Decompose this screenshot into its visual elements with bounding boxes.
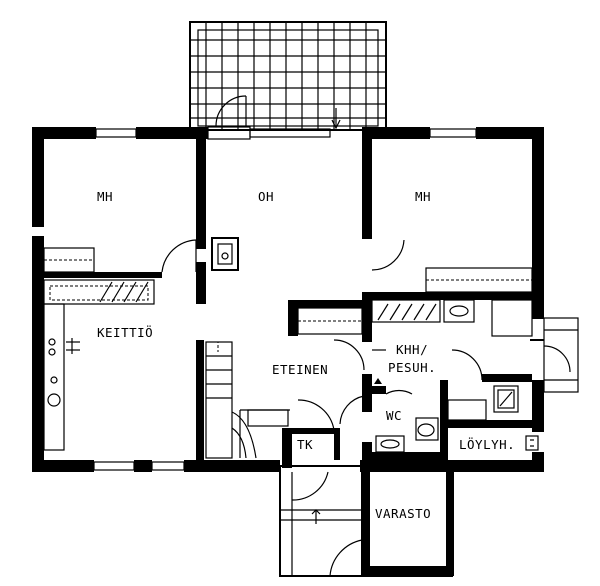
room-label-mh-right: MH: [415, 189, 431, 204]
room-label-pesuh: PESUH.: [388, 360, 436, 375]
wc-fixtures: [375, 389, 439, 453]
room-label-loylyh: LÖYLYH.: [459, 436, 515, 452]
eteinen-wardrobe: [297, 307, 363, 335]
lower-extension: [279, 465, 454, 577]
room-label-eteinen: ETEINEN: [272, 362, 328, 377]
room-label-keittio: KEITTIÖ: [97, 324, 153, 340]
room-label-oh: OH: [258, 189, 274, 204]
kitchen-fixtures: [43, 279, 155, 451]
sauna-fixtures: [447, 385, 539, 451]
stairs: [205, 341, 290, 459]
room-label-wc: WC: [386, 408, 402, 423]
mh-left-furniture: [43, 239, 197, 273]
terrace: [189, 21, 387, 131]
mh-right-furniture: [371, 239, 533, 293]
eteinen-doors: [297, 339, 386, 431]
room-label-varasto: VARASTO: [375, 506, 431, 521]
interior-walls: [44, 139, 534, 472]
room-labels: MH OH MH KEITTIÖ ETEINEN KHH/ PESUH. WC …: [97, 189, 515, 521]
room-label-mh-left: MH: [97, 189, 113, 204]
exterior-walls: [32, 126, 544, 472]
room-label-tk: TK: [297, 437, 313, 452]
khh-fixtures: [371, 299, 533, 384]
room-label-khh: KHH/: [396, 342, 428, 357]
fireplace: [211, 237, 239, 271]
side-terrace: [530, 317, 579, 393]
